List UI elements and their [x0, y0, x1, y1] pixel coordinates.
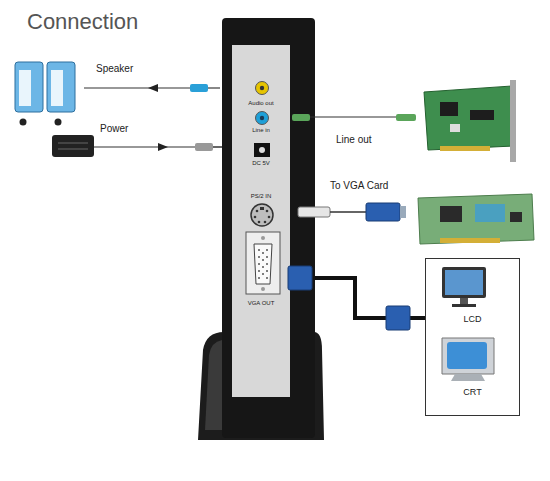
line-in-jack-hole — [260, 116, 264, 120]
device-panel — [232, 45, 290, 397]
ps2-pins — [254, 207, 271, 223]
node-text: Line in — [232, 127, 290, 134]
speaker-plug — [190, 84, 208, 92]
crt-screen — [447, 342, 487, 369]
stand-highlight — [205, 340, 222, 430]
line-out-cable — [310, 116, 396, 117]
crt-monitor — [442, 338, 494, 374]
card-chip — [470, 110, 494, 120]
card-bracket — [510, 80, 516, 162]
ps2-plug — [298, 207, 330, 217]
vga-pins — [258, 249, 268, 279]
dc-jack — [254, 143, 270, 157]
speaker-face — [19, 70, 31, 106]
device-panel-labels: Audio outLine in DC 5V PS/2 IN VGA OUT — [232, 48, 290, 310]
speaker — [15, 62, 43, 112]
lcd-base — [452, 304, 476, 307]
card-edge-contacts — [440, 238, 500, 243]
card-chip — [510, 212, 522, 222]
vga-port-shell — [254, 244, 272, 284]
speaker-face — [51, 70, 63, 106]
audio-jack-hole — [260, 86, 264, 90]
plug-tip — [208, 87, 220, 89]
vga-card — [418, 194, 534, 244]
vga-connector — [288, 266, 312, 290]
speaker — [47, 62, 75, 112]
lcd-stand — [460, 298, 468, 304]
vga-screw — [261, 287, 265, 291]
power-plug — [195, 143, 213, 151]
audio-jack — [256, 82, 269, 95]
node-text: DC 5V — [232, 160, 290, 167]
device-tower — [222, 18, 315, 438]
speaker-cable — [84, 87, 192, 88]
node-text: PS/2 IN — [232, 193, 290, 200]
audio-plug — [396, 114, 416, 121]
monitor-box-ground — [425, 258, 520, 416]
monitor-box: LCD CRT — [425, 258, 520, 416]
vga-port — [246, 232, 280, 294]
card-edge-contacts — [440, 146, 490, 151]
diagram-title: Connection — [27, 9, 138, 35]
port-label: Line out — [336, 134, 372, 145]
card-chip — [440, 102, 458, 116]
power-adapter — [52, 135, 94, 157]
arrowhead — [148, 84, 158, 92]
node-text: VGA OUT — [232, 300, 290, 307]
vga-connector — [366, 203, 400, 221]
node-text: Audio out — [232, 100, 290, 107]
adapter-ridge — [58, 149, 88, 150]
audio-plug — [292, 114, 310, 121]
lcd-screen — [445, 270, 483, 295]
card-chip — [440, 206, 462, 222]
node-text: LCD — [426, 314, 519, 324]
crt-base — [451, 374, 485, 381]
lcd-monitor — [442, 267, 486, 298]
port-label: To VGA Card — [330, 180, 388, 191]
card-chip — [450, 124, 460, 132]
ps2-port — [251, 204, 273, 226]
vga-connector — [386, 306, 410, 330]
vga-screw — [261, 236, 265, 240]
vga-connector-tip — [400, 206, 406, 218]
plug-tip — [213, 146, 222, 148]
node-text: CRT — [426, 387, 519, 397]
arrowhead — [158, 143, 168, 151]
port-label: Power — [100, 123, 128, 134]
power-cable — [94, 146, 196, 147]
adapter-ridge — [58, 143, 88, 144]
speaker-foot — [55, 119, 62, 126]
speaker-foot — [20, 119, 27, 126]
card-chip — [475, 204, 505, 222]
sound-card — [424, 86, 514, 150]
line-in-jack — [256, 112, 269, 125]
vga-card-cable — [330, 211, 366, 213]
port-label: Speaker — [96, 63, 133, 74]
dc-jack-hole — [259, 147, 265, 153]
